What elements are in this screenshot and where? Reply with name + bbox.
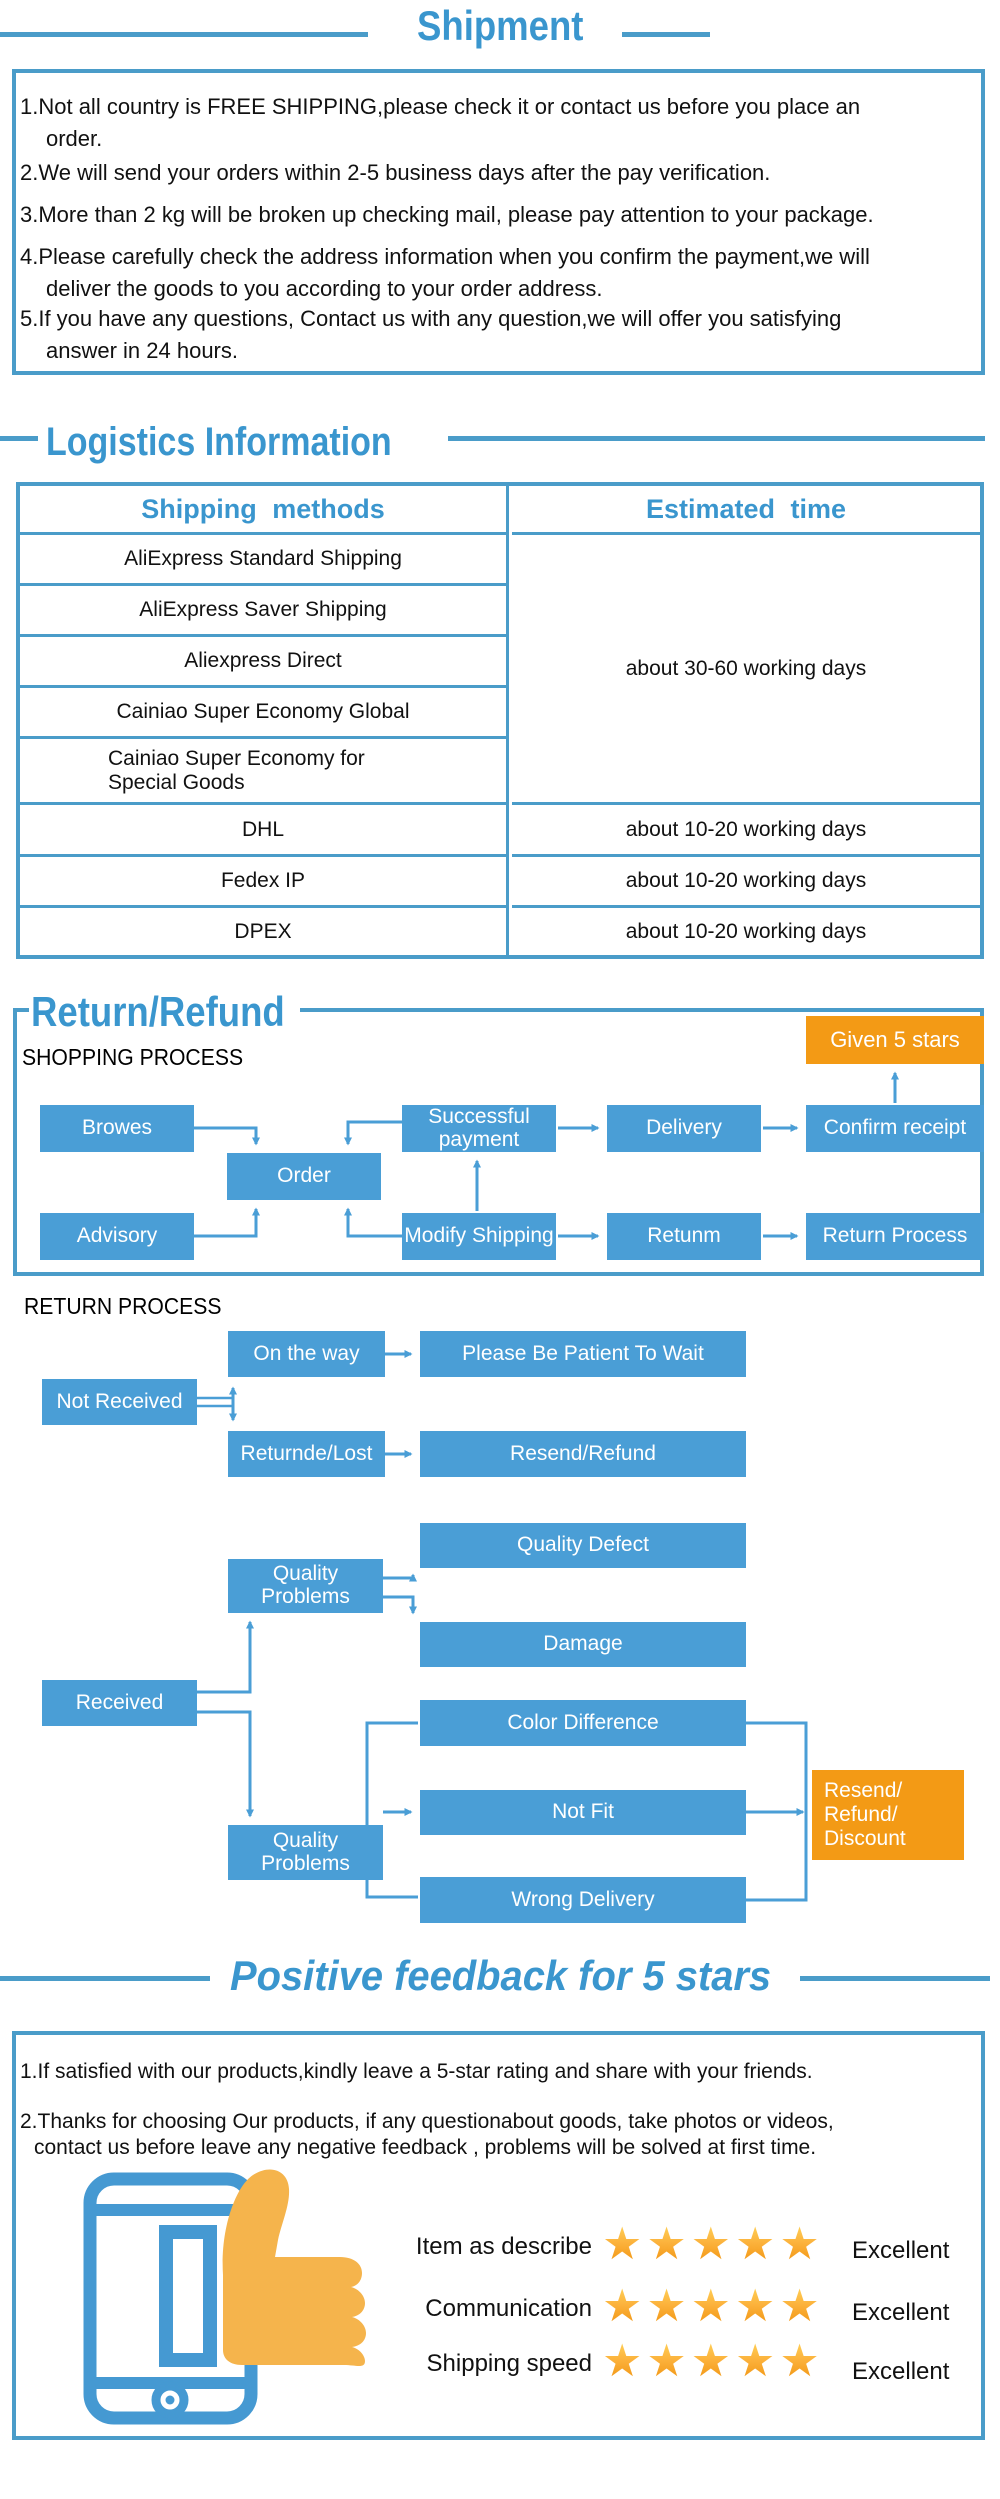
return-box-top-line (300, 1008, 984, 1012)
rating-grade-item-as-describe: Excellent (852, 2237, 950, 2264)
rating-grade-communication: Excellent (852, 2299, 950, 2326)
shipment-item-3-line-1: 3.More than 2 kg will be broken up check… (20, 202, 874, 227)
flow-node-not-received: Not Received (42, 1379, 197, 1425)
logistics-method-row: Aliexpress Direct (20, 637, 506, 688)
rating-grade-shipping-speed: Excellent (852, 2358, 950, 2385)
rating-stars-item-as-describe: ★★★★★ (602, 2218, 824, 2269)
flow-node-returnde-lost: Returnde/Lost (228, 1431, 385, 1477)
flow-node-not-fit: Not Fit (420, 1790, 746, 1835)
phone-thumbs-up-icon (83, 2169, 366, 2425)
rating-stars-shipping-speed: ★★★★★ (602, 2335, 824, 2386)
shipment-notes-box (12, 69, 985, 375)
logistics-table-col-times: Estimated time about 30-60 working days … (512, 486, 980, 955)
logistics-method-row: Cainiao Super Economy Global (20, 688, 506, 739)
shipment-title: Shipment (417, 2, 584, 49)
logistics-method-row: DPEX (234, 919, 292, 943)
return-refund-title: Return/Refund (31, 988, 285, 1035)
logistics-time-fedex: about 10-20 working days (512, 857, 980, 908)
logistics-title-line-right (448, 436, 985, 441)
logistics-table-col-methods: Shipping methods AliExpress Standard Shi… (20, 486, 509, 955)
flow-node-be-patient: Please Be Patient To Wait (420, 1331, 746, 1377)
return-box-top-stub (13, 1008, 29, 1012)
flow-node-return-process: Return Process (806, 1213, 984, 1260)
logistics-title-line-left (0, 436, 38, 441)
flow-node-delivery: Delivery (607, 1105, 761, 1152)
logistics-table: Shipping methods AliExpress Standard Shi… (16, 482, 984, 959)
feedback-title-line-right (800, 1976, 990, 1981)
flow-node-received: Received (42, 1680, 197, 1726)
shipment-item-5-line-2: answer in 24 hours. (46, 338, 238, 363)
flow-node-advisory: Advisory (40, 1213, 194, 1260)
flow-node-damage: Damage (420, 1622, 746, 1667)
shipment-item-5-line-1: 5.If you have any questions, Contact us … (20, 306, 842, 331)
shipment-item-4-line-1: 4.Please carefully check the address inf… (20, 244, 870, 269)
feedback-title: Positive feedback for 5 stars (230, 1952, 772, 1999)
flow-node-successful-payment: Successful payment (402, 1105, 556, 1152)
flow-node-browes: Browes (40, 1105, 194, 1152)
flow-node-resend-refund-discount: Resend/ Refund/ Discount (812, 1770, 964, 1860)
feedback-item-1-line-1: 1.If satisfied with our products,kindly … (20, 2060, 813, 2083)
feedback-title-line-left (0, 1976, 210, 1981)
return-process-label: RETURN PROCESS (24, 1293, 222, 1319)
logistics-method-row: AliExpress Saver Shipping (20, 586, 506, 637)
flow-node-quality-problems-upper: Quality Problems (228, 1559, 383, 1613)
logistics-time-dpex: about 10-20 working days (625, 919, 867, 943)
flow-node-color-difference: Color Difference (420, 1700, 746, 1746)
logistics-method-row: Fedex IP (20, 857, 506, 908)
flow-node-confirm-receipt: Confirm receipt (806, 1105, 984, 1152)
shipment-item-2-line-1: 2.We will send your orders within 2-5 bu… (20, 160, 771, 185)
logistics-method-row: DHL (20, 805, 506, 857)
logistics-time-dhl: about 10-20 working days (512, 805, 980, 857)
shipment-item-1-line-1: 1.Not all country is FREE SHIPPING,pleas… (20, 94, 861, 119)
flow-node-modify-shipping: Modify Shipping (402, 1213, 556, 1260)
shipment-title-line-right (622, 32, 710, 37)
flow-node-retunm: Retunm (607, 1213, 761, 1260)
shipment-item-1-line-2: order. (46, 126, 103, 151)
flow-node-resend-refund: Resend/Refund (420, 1431, 746, 1477)
flow-node-on-the-way: On the way (228, 1331, 385, 1377)
logistics-header-time: Estimated time (512, 486, 980, 535)
flow-node-quality-defect: Quality Defect (420, 1523, 746, 1568)
flow-node-given-5-stars: Given 5 stars (806, 1016, 984, 1064)
feedback-item-2-line-1: 2.Thanks for choosing Our products, if a… (20, 2110, 834, 2133)
logistics-method-row: Cainiao Super Economy for Special Goods (20, 739, 506, 805)
logistics-method-line: Cainiao Super Economy for (108, 746, 365, 770)
shopping-process-label: SHOPPING PROCESS (22, 1044, 244, 1070)
feedback-item-2-line-2: contact us before leave any negative fee… (34, 2136, 817, 2159)
rating-stars-communication: ★★★★★ (602, 2280, 824, 2331)
logistics-header-methods: Shipping methods (20, 486, 506, 535)
shipment-title-line-left (0, 32, 368, 37)
shipment-item-4-line-2: deliver the goods to you according to yo… (46, 276, 603, 301)
flow-node-order: Order (227, 1153, 381, 1200)
rating-label-communication: Communication (425, 2295, 592, 2322)
logistics-method-row: AliExpress Standard Shipping (20, 535, 506, 586)
logistics-time-group: about 30-60 working days (512, 535, 980, 805)
rating-label-item-as-describe: Item as describe (415, 2233, 592, 2260)
logistics-title: Logistics Information (46, 420, 392, 464)
flow-node-wrong-delivery: Wrong Delivery (420, 1877, 746, 1923)
logistics-method-line: Special Goods (108, 770, 245, 794)
flow-node-quality-problems-lower: Quality Problems (228, 1825, 383, 1880)
rating-label-shipping-speed: Shipping speed (426, 2350, 592, 2377)
